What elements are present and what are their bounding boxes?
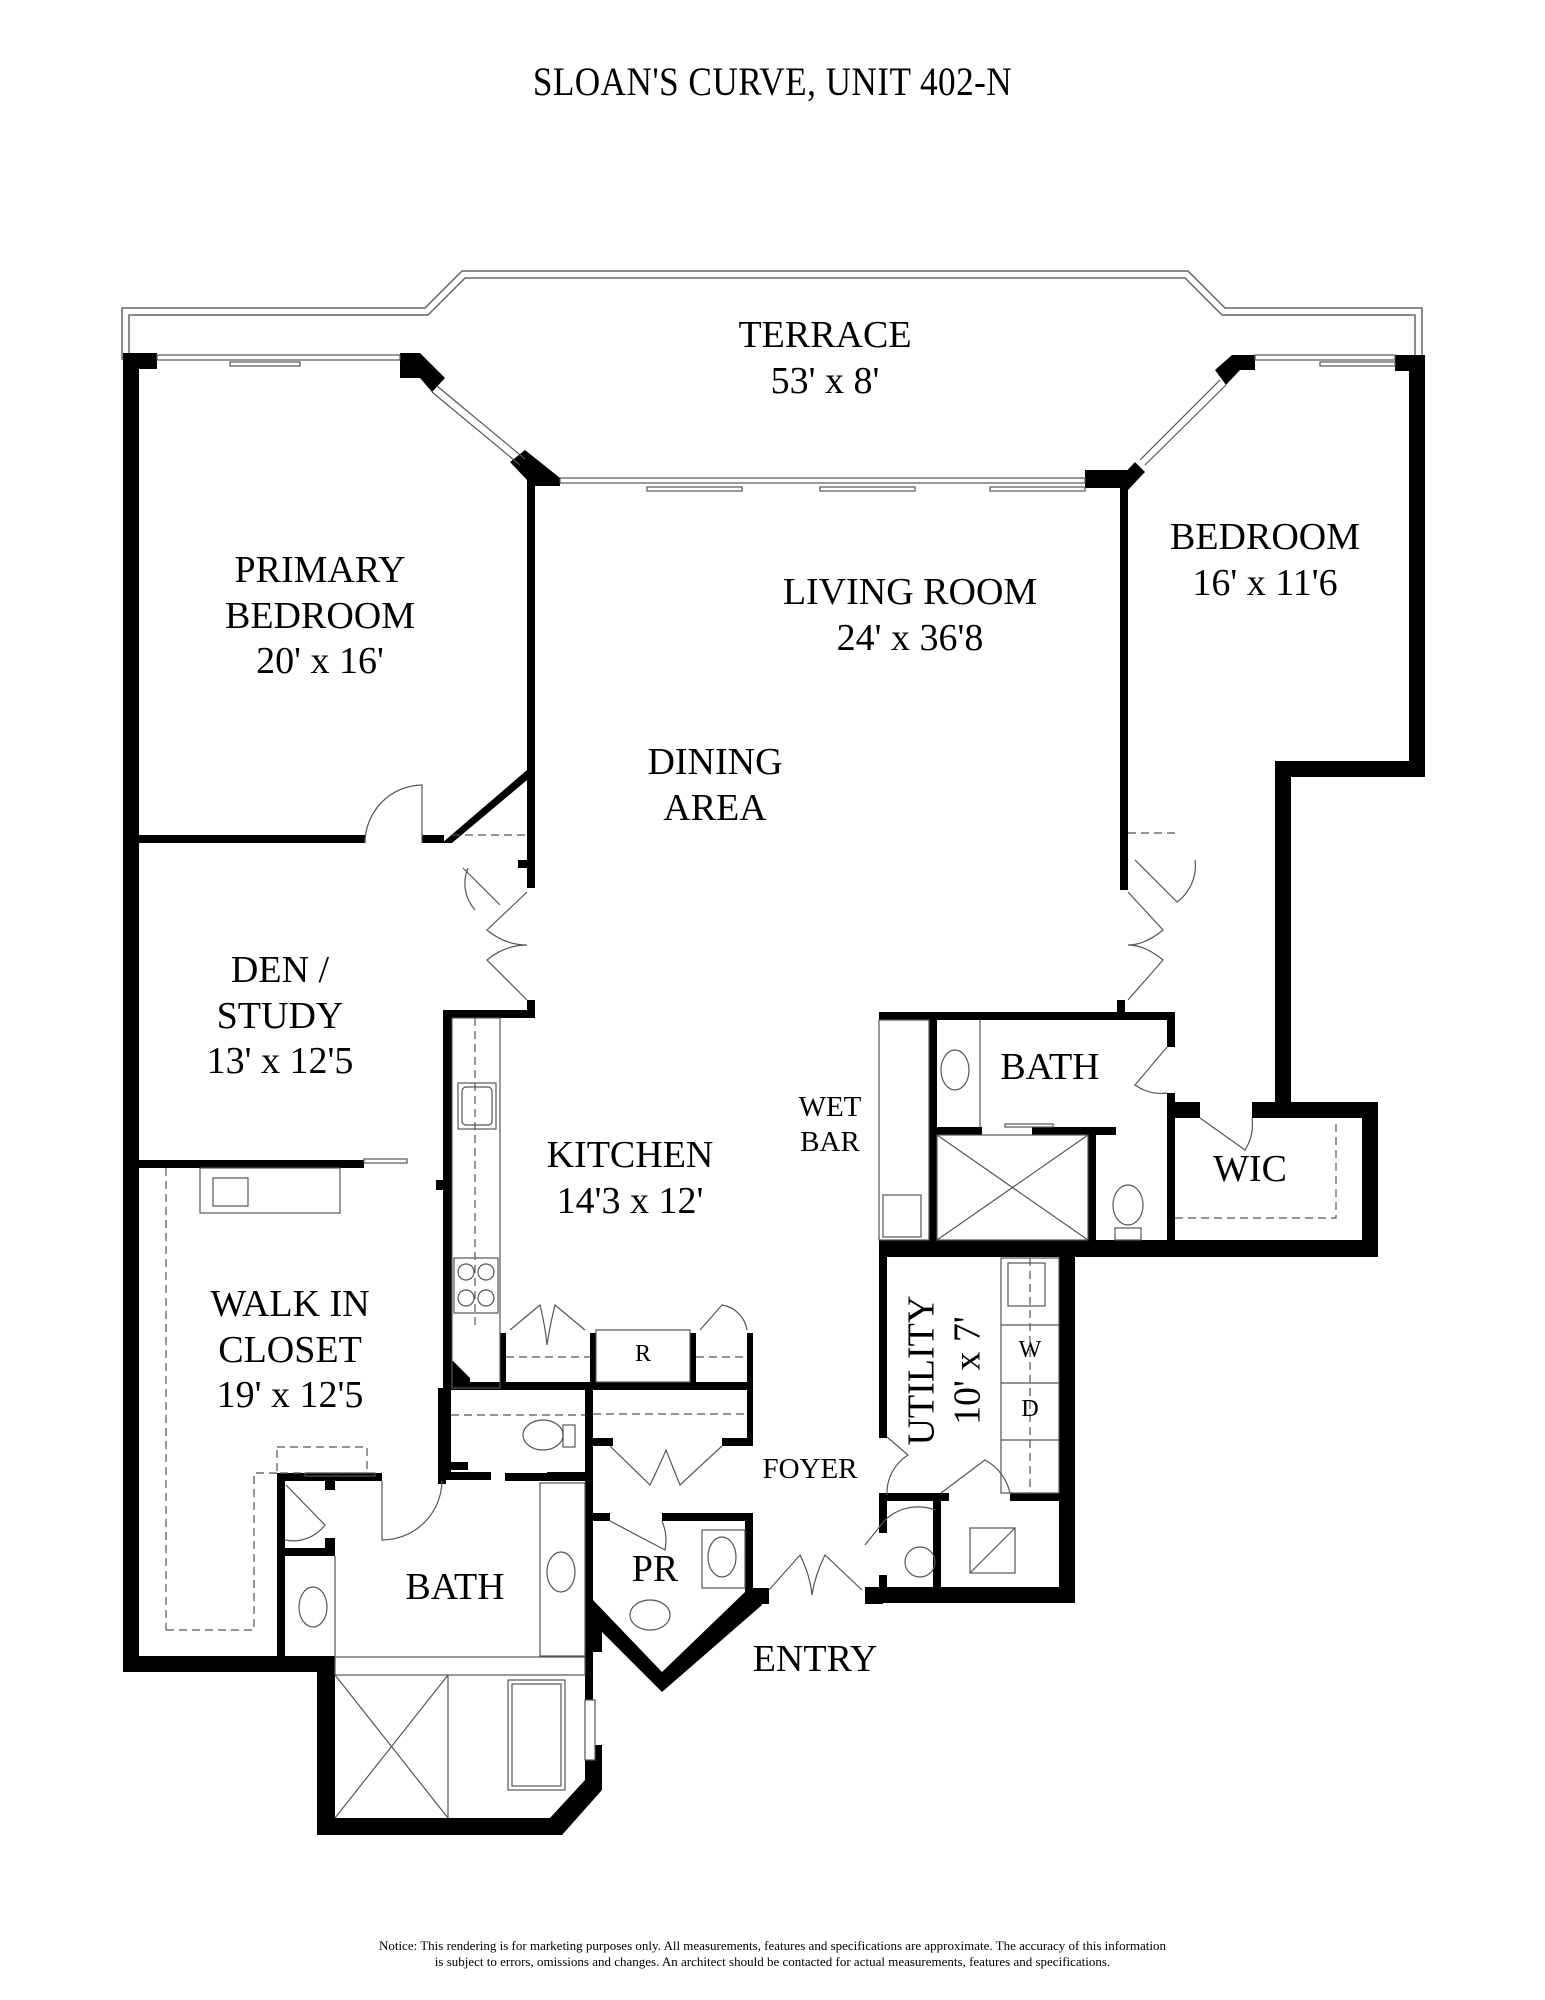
- room-terrace: TERRACE 53' x 8': [700, 313, 950, 404]
- fixture-label: D: [1021, 1396, 1039, 1422]
- room-bath-secondary: BATH: [980, 1045, 1120, 1091]
- room-walk-in-closet: WALK IN CLOSET 19' x 12'5: [170, 1282, 410, 1419]
- refrigerator-label: R: [620, 1340, 666, 1369]
- room-wic: WIC: [1190, 1147, 1310, 1193]
- room-name: BATH: [405, 1566, 505, 1608]
- walls: [123, 353, 1425, 1835]
- plan-title: SLOAN'S CURVE, UNIT 402-N: [532, 59, 1013, 104]
- dryer-label: D: [1006, 1395, 1054, 1424]
- room-foyer: FOYER: [745, 1452, 875, 1487]
- room-dimensions: 13' x 12'5: [206, 1040, 354, 1083]
- room-name: WIC: [1213, 1148, 1287, 1190]
- room-name: UTILITY: [900, 1295, 943, 1446]
- room-dimensions: 16' x 11'6: [1192, 561, 1338, 604]
- room-name: WET: [798, 1091, 862, 1123]
- room-powder: PR: [615, 1547, 695, 1593]
- room-dimensions: 20' x 16': [256, 640, 384, 683]
- room-bedroom: BEDROOM 16' x 11'6: [1140, 515, 1390, 606]
- room-name: STUDY: [216, 994, 344, 1037]
- room-name: CLOSET: [218, 1328, 362, 1371]
- room-wet-bar: WET BAR: [785, 1090, 875, 1160]
- room-name: BAR: [800, 1125, 860, 1158]
- room-name: PR: [631, 1548, 679, 1590]
- room-name: WALK IN: [210, 1283, 370, 1325]
- room-kitchen: KITCHEN 14'3 x 12': [510, 1133, 750, 1224]
- disclaimer-notice: Notice: This rendering is for marketing …: [0, 1938, 1545, 1970]
- fixture-label: R: [634, 1341, 651, 1367]
- terrace-railing: [121, 270, 1423, 360]
- room-name: FOYER: [762, 1453, 858, 1485]
- room-dimensions: 53' x 8': [770, 359, 880, 402]
- room-dining: DINING AREA: [615, 740, 815, 831]
- room-name: BEDROOM: [1169, 516, 1361, 558]
- room-dimensions: 14'3 x 12': [556, 1179, 704, 1222]
- room-dimensions: 19' x 12'5: [216, 1374, 364, 1417]
- room-name: ENTRY: [752, 1638, 878, 1680]
- fixture-label: W: [1018, 1337, 1042, 1363]
- notice-line-1: Notice: This rendering is for marketing …: [378, 1938, 1167, 1953]
- room-dimensions: 24' x 36'8: [836, 616, 984, 659]
- room-name: DINING: [647, 741, 783, 783]
- room-primary-bath: BATH: [375, 1565, 535, 1611]
- room-name: KITCHEN: [546, 1134, 714, 1176]
- room-dimensions: 10' x 7': [946, 1316, 988, 1425]
- room-name: DEN /: [230, 949, 330, 991]
- doors: [284, 784, 1254, 1596]
- angled-windows: [431, 379, 1227, 466]
- room-entry: ENTRY: [725, 1637, 905, 1683]
- room-name: BATH: [1000, 1046, 1100, 1088]
- room-name: LIVING ROOM: [782, 571, 1038, 613]
- room-name: PRIMARY: [234, 549, 406, 591]
- fixtures: [165, 832, 1337, 1819]
- room-living: LIVING ROOM 24' x 36'8: [740, 570, 1080, 661]
- room-name: AREA: [663, 786, 767, 829]
- room-name: TERRACE: [738, 314, 912, 356]
- room-primary-bedroom: PRIMARY BEDROOM 20' x 16': [190, 548, 450, 685]
- room-utility: UTILITY 10' x 7': [899, 1271, 990, 1471]
- room-name: BEDROOM: [224, 594, 416, 637]
- washer-label: W: [1006, 1336, 1054, 1365]
- windows: [156, 354, 1396, 1761]
- notice-line-2: is subject to errors, omissions and chan…: [434, 1954, 1111, 1969]
- room-den-study: DEN / STUDY 13' x 12'5: [170, 948, 390, 1085]
